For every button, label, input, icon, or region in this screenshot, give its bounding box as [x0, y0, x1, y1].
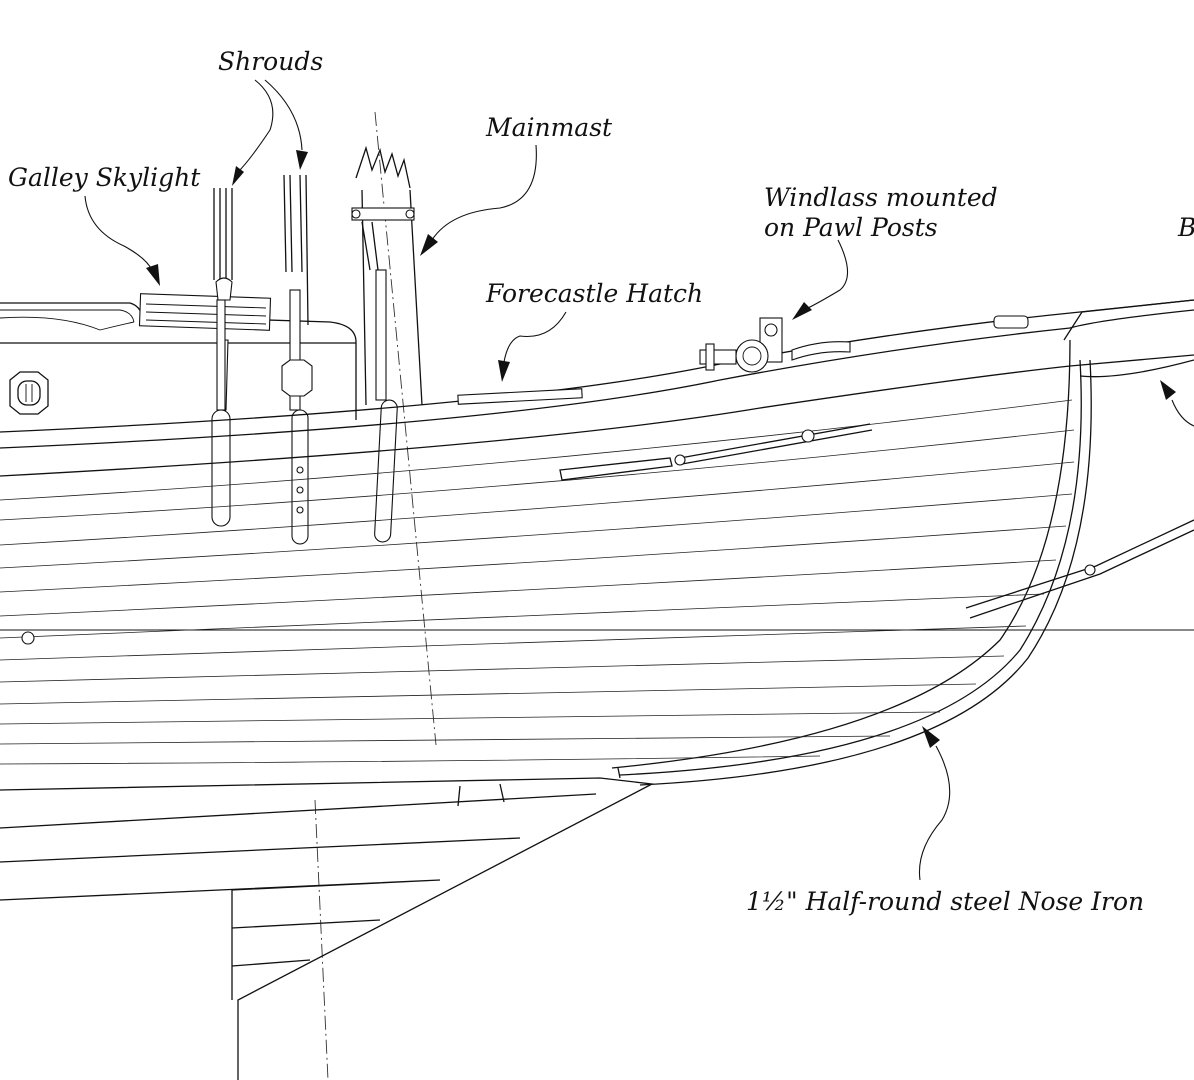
shrouds-label: Shrouds [218, 47, 324, 76]
bobstay [559, 359, 1194, 619]
forecastle-hatch [457, 388, 583, 405]
mainmast [351, 145, 423, 406]
shrouds [211, 174, 398, 545]
forecastle-hatch-label: Forecastle Hatch [486, 279, 704, 308]
windlass-label-line2: on Pawl Posts [764, 213, 938, 242]
windlass [699, 315, 1029, 373]
station-line [314, 799, 329, 1080]
cut-off-label: B [1178, 212, 1194, 243]
porthole [9, 371, 49, 415]
windlass-label-line1: Windlass mounted [764, 183, 998, 212]
hull [0, 299, 1194, 1080]
galley-skylight [138, 293, 272, 331]
mainmast-label: Mainmast [486, 113, 613, 142]
through-hull-fitting [21, 631, 35, 645]
leader-lines [84, 79, 1194, 881]
nose-iron-label: 1½" Half-round steel Nose Iron [746, 887, 1145, 916]
galley-skylight-label: Galley Skylight [8, 163, 201, 192]
